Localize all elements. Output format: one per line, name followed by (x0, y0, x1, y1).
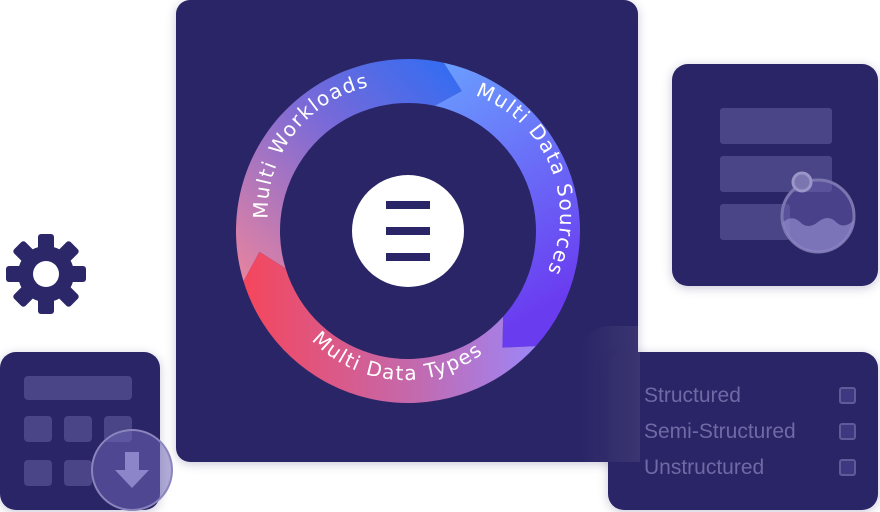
data-type-row-semi-structured[interactable]: Semi-Structured (644, 418, 859, 446)
grid-tile (64, 416, 92, 442)
data-type-checkbox[interactable] (839, 459, 856, 476)
gear-icon (6, 234, 86, 314)
data-type-label: Semi-Structured (644, 420, 796, 443)
db-row-2 (720, 156, 832, 192)
data-type-checkbox[interactable] (839, 423, 856, 440)
grid-tile (24, 416, 52, 442)
ring-segment-workloads (236, 59, 462, 282)
data-type-row-structured[interactable]: Structured (644, 382, 859, 410)
ring-segment-types (243, 251, 536, 403)
database-card (672, 64, 878, 286)
grid-header-bar (24, 376, 132, 400)
glass-overlay (580, 326, 640, 462)
data-types-card (608, 352, 878, 510)
db-row-1 (720, 108, 832, 144)
database-gauge-icon (780, 171, 856, 254)
cycle-diagram: Multi Workloads Multi Data Sources Multi… (236, 59, 580, 403)
data-type-row-unstructured[interactable]: Unstructured (644, 454, 859, 482)
data-type-checkbox[interactable] (839, 387, 856, 404)
data-type-label: Unstructured (644, 456, 765, 479)
download-arrow-icon (91, 429, 173, 511)
main-diagram-card: Multi Workloads Multi Data Sources Multi… (176, 0, 638, 462)
logo-three-bars-icon (352, 175, 464, 287)
db-row-3 (720, 204, 790, 240)
ring-segment-sources (434, 62, 580, 348)
data-type-label: Structured (644, 384, 741, 407)
grid-tile (64, 460, 92, 486)
grid-tile (24, 460, 52, 486)
